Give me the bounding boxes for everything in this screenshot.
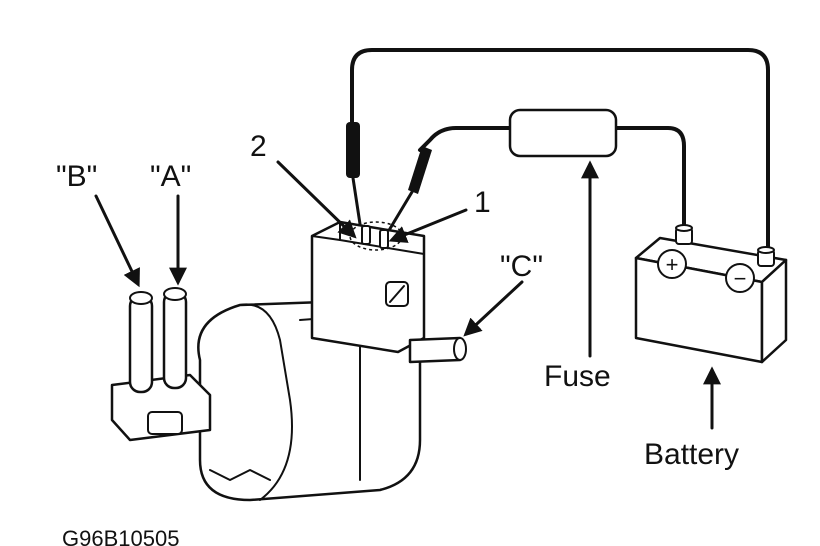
battery-negative-terminal [757,246,775,267]
label-port-c: "C" [500,250,543,283]
label-port-b: "B" [56,160,97,193]
probe-lead-2 [346,122,362,226]
arrow-terminal-2 [276,160,357,239]
arrow-port-c [463,280,524,337]
arrow-port-b [94,194,140,288]
port-b-nipple [128,291,154,394]
fuse-icon [508,108,618,158]
jumper-wire-to-fuse [418,126,686,232]
label-fuse: Fuse [544,360,611,393]
label-battery: Battery [644,438,739,471]
arrow-terminal-1 [388,208,468,243]
solenoid-valve [197,220,426,502]
jumper-wire-to-battery-negative [350,48,770,250]
label-port-a: "A" [150,160,191,193]
label-terminal-1: 1 [474,186,491,219]
port-manifold [110,373,212,442]
figure-code: G96B10505 [62,526,179,546]
battery-icon: + − [634,224,788,364]
probe-lead-1 [386,146,432,234]
battery-minus-sign: − [734,266,747,291]
label-terminal-2: 2 [250,130,267,163]
battery-plus-sign: + [666,252,679,277]
port-c-nipple [408,336,467,364]
battery-positive-terminal [675,224,693,245]
port-a-nipple [162,287,188,390]
